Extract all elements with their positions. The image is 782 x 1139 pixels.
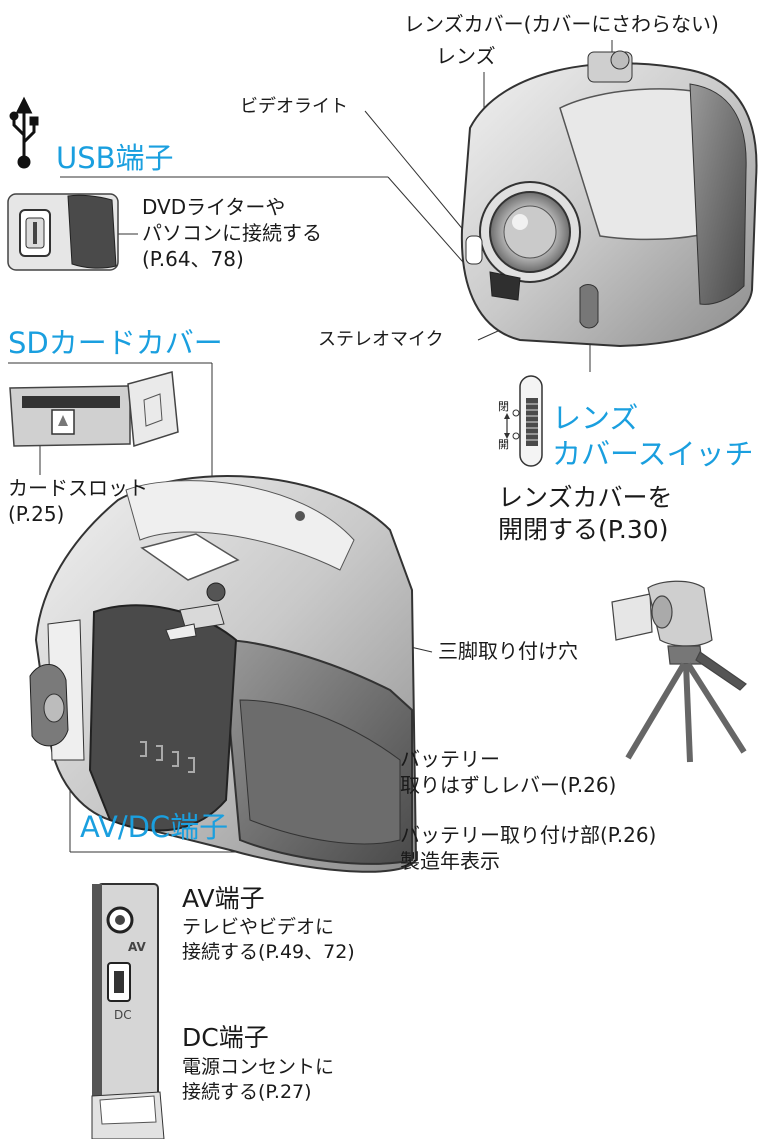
- stereo-mic-label: ステレオマイク: [318, 329, 444, 350]
- tripod-illustration: [611, 580, 747, 763]
- battery-mount-label-line-2: 製造年表示: [400, 849, 500, 873]
- lens-switch-description-line-2: 開閉する(P.30): [498, 515, 669, 544]
- lens-switch-heading-line-1: レンズ: [552, 401, 639, 435]
- avdc-panel-dc-label: DC: [114, 1008, 132, 1022]
- usb-description: DVDライターや パソコンに接続する (P.64、78): [142, 194, 322, 272]
- card-slot-label: カードスロット (P.25): [8, 475, 148, 527]
- lens-cover-switch-icon: [504, 375, 543, 467]
- av-terminal-description: テレビやビデオに 接続する(P.49、72): [182, 915, 355, 965]
- sd-card-closeup: [9, 371, 179, 447]
- lens-switch-heading-line-2: カバースイッチ: [552, 437, 754, 471]
- avdc-closeup: [91, 883, 165, 1139]
- usb-heading: USB端子: [56, 141, 174, 175]
- dc-terminal-title: DC端子: [182, 1023, 269, 1052]
- usb-description-line-1: DVDライターや: [142, 195, 286, 219]
- av-terminal-title: AV端子: [182, 884, 265, 913]
- dc-terminal-description-line-2: 接続する(P.27): [182, 1081, 312, 1103]
- video-light-leader: [364, 110, 471, 239]
- tripod-hole-label: 三脚取り付け穴: [438, 639, 578, 663]
- av-terminal-description-line-1: テレビやビデオに: [182, 916, 335, 938]
- battery-mount-label-line-1: バッテリー取り付け部(P.26): [400, 823, 657, 847]
- usb-description-line-3: (P.64、78): [142, 247, 244, 271]
- lens-label: レンズ: [436, 44, 496, 68]
- lens-cover-label: レンズカバー(カバーにさわらない): [404, 12, 719, 36]
- switch-state-open: 開: [498, 438, 509, 451]
- battery-release-label-line-1: バッテリー: [400, 747, 500, 771]
- camera-bottom-view: [29, 475, 418, 873]
- switch-state-closed: 閉: [498, 400, 509, 413]
- sd-heading: SDカードカバー: [8, 326, 223, 360]
- usb-description-line-2: パソコンに接続する: [142, 221, 322, 245]
- lens-switch-heading: レンズ カバースイッチ: [552, 400, 754, 472]
- usb-symbol-icon: [9, 96, 39, 169]
- dc-terminal-description: 電源コンセントに 接続する(P.27): [182, 1055, 334, 1105]
- card-slot-label-line-2: (P.25): [8, 502, 65, 526]
- usb-connector-closeup: [7, 193, 119, 271]
- lens-switch-description: レンズカバーを 開閉する(P.30): [498, 482, 673, 546]
- battery-mount-label: バッテリー取り付け部(P.26) 製造年表示: [400, 822, 656, 874]
- av-terminal-description-line-2: 接続する(P.49、72): [182, 941, 355, 963]
- camera-front-view: [460, 50, 758, 348]
- dc-terminal-description-line-1: 電源コンセントに: [182, 1056, 335, 1078]
- lens-switch-description-line-1: レンズカバーを: [498, 483, 673, 512]
- card-slot-label-line-1: カードスロット: [8, 476, 148, 500]
- avdc-heading: AV/DC端子: [80, 810, 229, 844]
- battery-release-label-line-2: 取りはずしレバー(P.26): [400, 773, 617, 797]
- video-light-label: ビデオライト: [240, 96, 348, 117]
- avdc-panel-av-label: AV: [128, 940, 146, 954]
- battery-release-label: バッテリー 取りはずしレバー(P.26): [400, 746, 616, 798]
